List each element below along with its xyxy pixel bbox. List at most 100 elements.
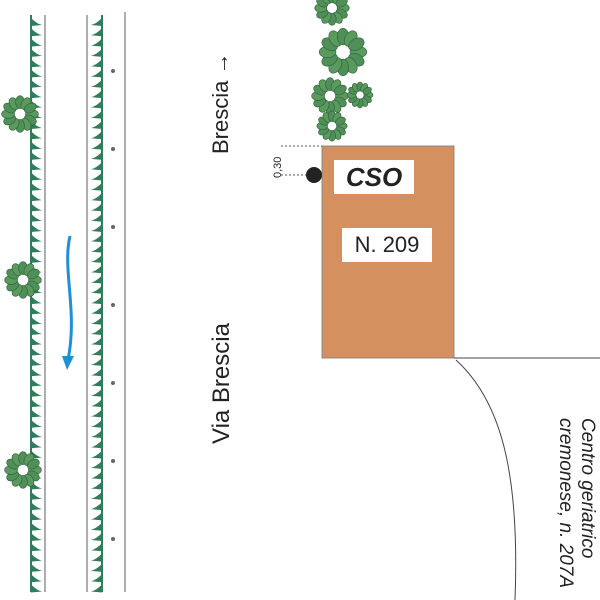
arrow-head — [62, 356, 74, 370]
trees — [1, 0, 374, 489]
hedge-tooth — [91, 285, 102, 294]
hedge-tooth — [91, 203, 102, 212]
hedge-tooth — [91, 584, 102, 593]
hedge-tooth — [91, 357, 102, 366]
hedge-tooth — [31, 193, 42, 202]
hedge-tooth — [91, 172, 102, 181]
bollard-dot — [111, 381, 115, 385]
bollard-dot — [111, 303, 115, 307]
hedge-tooth — [31, 18, 42, 26]
hedge-tooth — [91, 337, 102, 346]
hedge-tooth — [31, 151, 42, 160]
hedge-tooth — [91, 512, 102, 521]
neighbor-line-2: cremonese, n. 207A — [555, 418, 576, 589]
hedge-tooth — [31, 584, 42, 593]
hedge-tooth — [31, 306, 42, 315]
hedge-tooth — [91, 440, 102, 449]
tree-icon — [316, 110, 348, 142]
bollard-dot — [111, 225, 115, 229]
hedge-tooth — [91, 471, 102, 480]
hedge-tooth — [31, 481, 42, 490]
hedge-tooth — [91, 327, 102, 335]
tree-icon — [311, 77, 349, 115]
hedge-tooth — [91, 460, 102, 469]
hedge-tooth — [91, 18, 102, 26]
hedge-tooth — [91, 151, 102, 160]
offset-dimension: 0,30 — [272, 156, 284, 178]
property-curve — [455, 359, 517, 600]
bollard-dot — [111, 69, 115, 73]
tree-icon — [4, 261, 42, 299]
hedge-tooth — [31, 38, 42, 47]
hedge-tooth — [91, 38, 102, 47]
building-number-label: N. 209 — [342, 228, 432, 262]
hedge-tooth — [91, 100, 102, 109]
hedge-tooth — [31, 79, 42, 88]
bollard-dot — [111, 147, 115, 151]
hedge-tooth — [31, 368, 42, 377]
hedge-tooth — [31, 574, 42, 583]
hedge-tooth — [91, 409, 102, 418]
hedge-tooth — [91, 296, 102, 305]
hedge-tooth — [91, 90, 102, 99]
hedge-tooth — [31, 182, 42, 191]
hedge-tooth — [91, 419, 102, 428]
tree-icon — [314, 0, 350, 26]
tree-icon — [318, 27, 368, 77]
hedge-tooth — [91, 543, 102, 552]
hedge-tooth — [31, 224, 42, 232]
hedge-tooth — [31, 131, 42, 140]
bollard-dot — [111, 459, 115, 463]
hedge-tooth — [31, 59, 42, 68]
hedge-tooth — [91, 378, 102, 387]
hedge-tooth — [31, 28, 42, 37]
hedge-tooth — [91, 162, 102, 171]
hedge-tooth — [91, 481, 102, 490]
tree-icon — [1, 95, 39, 133]
hedge-tooth — [31, 553, 42, 562]
hedge-tooth — [31, 234, 42, 243]
hedge-tooth — [91, 131, 102, 140]
hedge-tooth — [91, 368, 102, 377]
hedge-tooth — [91, 28, 102, 37]
traffic-direction-arrow — [66, 235, 73, 361]
hedge-tooth — [31, 296, 42, 305]
hedge-tooth — [31, 543, 42, 552]
hedge-tooth — [91, 193, 102, 202]
hedge-tooth — [31, 172, 42, 181]
hedge-tooth — [31, 409, 42, 418]
tree-icon — [4, 451, 42, 489]
hedge-tooth — [91, 522, 102, 531]
hedge-tooth — [91, 254, 102, 263]
hedge-tooth — [31, 121, 42, 129]
hedge-tooth — [31, 141, 42, 150]
bollards — [111, 69, 115, 541]
hedge-tooth — [31, 440, 42, 449]
hedge-tooth — [91, 553, 102, 562]
hedge-tooth — [91, 430, 102, 438]
neighbor-label: Centro geriatrico cremonese, n. 207A — [554, 418, 598, 588]
hedge-tooth — [91, 450, 102, 459]
hedge-tooth — [91, 182, 102, 191]
hedge-tooth — [91, 48, 102, 57]
hedge-tooth — [91, 502, 102, 511]
hedge-tooth — [91, 574, 102, 583]
hedge-tooth — [91, 265, 102, 274]
hedge-tooth — [31, 491, 42, 500]
hedge-tooth — [91, 491, 102, 500]
neighbor-line-1: Centro geriatrico — [577, 418, 598, 559]
hedge-tooth — [31, 90, 42, 99]
hedge-tooth — [31, 213, 42, 222]
hedge-tooth — [31, 512, 42, 521]
hedge-tooth — [31, 69, 42, 78]
hedge-tooth — [91, 399, 102, 408]
cso-label: CSO — [334, 160, 414, 194]
hedge-tooth — [31, 378, 42, 387]
hedge-tooth — [31, 430, 42, 438]
hedge-tooth — [91, 244, 102, 253]
hedge-tooth — [31, 337, 42, 346]
hedge-tooth — [91, 234, 102, 243]
hedge-tooth — [91, 121, 102, 129]
hedge-tooth — [91, 306, 102, 315]
